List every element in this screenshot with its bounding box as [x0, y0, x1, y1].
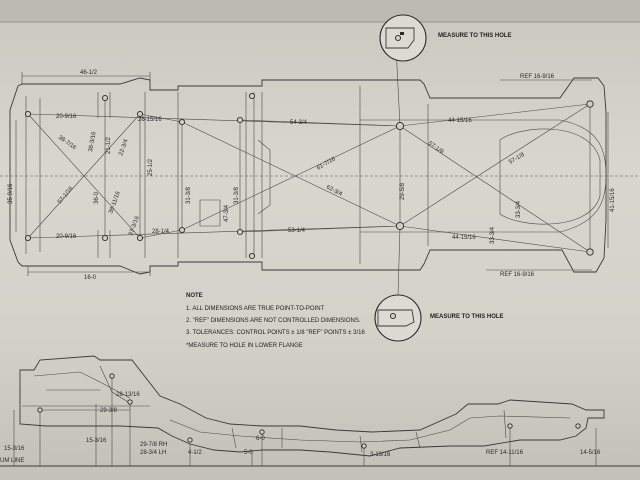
plan-control-points	[24, 92, 594, 260]
dim-33-3-4: 33-3/4	[516, 200, 522, 218]
datum-line-label: UM LINE	[0, 458, 24, 464]
note-item-3: 3. TOLERANCES: CONTROL POINTS ± 1/8 "REF…	[186, 330, 365, 336]
dim-15-3-16b: 15-3/16	[86, 438, 107, 444]
dim-26-15: 26-15/16	[138, 117, 162, 123]
dim-44-15-bottom: 44-15/16	[452, 235, 476, 241]
dim-22-3-4: 22-3/4	[118, 138, 130, 157]
control-point	[101, 234, 109, 242]
control-point	[24, 110, 32, 118]
dim-ref-top-right: REF 16-9/16	[520, 74, 555, 80]
control-point	[24, 234, 32, 242]
dim-5-0: 5-0	[244, 450, 253, 456]
plan-measure-lines	[27, 45, 591, 297]
notes-block: NOTE 1. ALL DIMENSIONS ARE TRUE POINT-TO…	[186, 293, 376, 355]
callout-top	[379, 14, 427, 62]
note-item-2: 2. "REF" DIMENSIONS ARE NOT CONTROLLED D…	[186, 318, 361, 324]
dim-57-1-16: 57-1/16	[57, 185, 75, 205]
control-point	[236, 228, 244, 236]
dim-4-1-2: 4-1/2	[188, 450, 202, 456]
dim-3-13-16: 3-13/16	[370, 452, 391, 458]
dim-20-9-bottom: 20-9/16	[56, 234, 77, 240]
dim-31-3-8b: 31-3/8	[234, 186, 240, 204]
control-point	[395, 121, 405, 131]
side-dimension-lines	[13, 376, 597, 466]
side-control-points	[37, 373, 581, 449]
dim-15-3-16: 15-3/16	[4, 446, 25, 452]
dim-6-0: 6-0	[256, 436, 265, 442]
dim-25-1-2: 25-1/2	[148, 158, 154, 176]
callout-bottom	[374, 294, 422, 342]
dim-28-13-16: 28-13/16	[116, 392, 140, 398]
note-item-1: 1. ALL DIMENSIONS ARE TRUE POINT-TO-POIN…	[186, 306, 325, 312]
dim-28-1-4: 28-1/4	[152, 229, 170, 235]
control-point	[101, 94, 109, 102]
dim-57-1-8: 57-1/8	[427, 141, 445, 156]
dim-54-3-4: 54-3/4	[290, 120, 308, 126]
notes-title: NOTE	[186, 293, 203, 299]
control-point	[395, 221, 405, 231]
dim-21-1-2: 21-1/2	[106, 136, 112, 154]
dim-top-width: 46-1/2	[80, 70, 98, 76]
dim-53-1-4: 53-1/4	[288, 228, 306, 234]
control-point	[248, 92, 256, 100]
dim-36-0: 36-0	[94, 191, 100, 204]
control-point	[178, 226, 186, 234]
dim-38-3-16: 38-3/16	[88, 131, 98, 153]
control-point	[136, 110, 144, 118]
control-point	[136, 234, 144, 242]
paper-edge	[0, 0, 640, 23]
dim-left-height: 35-9/16	[8, 183, 14, 204]
side-view-frame-outline	[19, 355, 605, 457]
control-point	[248, 252, 256, 260]
dim-29-5-8: 29-5/8	[400, 182, 406, 200]
dim-41-15-16: 41-15/16	[610, 188, 616, 212]
control-point	[586, 100, 594, 108]
dim-47-3-4: 47-3/4	[224, 204, 230, 222]
dim-44-15-top: 44-15/16	[448, 118, 472, 124]
control-point	[178, 118, 186, 126]
dim-37-3-16: 37-3/16	[128, 215, 141, 237]
plan-view-frame-outline	[0, 77, 640, 275]
callout-top-label: MEASURE TO THIS HOLE	[438, 33, 512, 39]
plan-dimension-lines	[15, 72, 609, 276]
dim-29-3-8: 29-3/8	[100, 408, 118, 414]
dim-61-7-16: 61-7/16	[316, 156, 337, 172]
dim-20-9-top: 20-9/16	[56, 114, 77, 120]
dim-29-7-8: 29-7/8 RH	[140, 442, 167, 448]
dim-ref-14-11-16: REF 14-11/16	[486, 450, 524, 456]
dim-bottom-width: 16-0	[84, 275, 97, 281]
dim-ref-bottom-right: REF 16-9/16	[500, 272, 535, 278]
dim-14-5-16: 14-5/16	[580, 450, 601, 456]
dim-28-3-4: 28-3/4 LH	[140, 450, 166, 456]
dim-31-3-8: 31-3/8	[186, 186, 192, 204]
callout-bottom-label: MEASURE TO THIS HOLE	[430, 314, 504, 320]
control-point	[236, 116, 244, 124]
dim-33-3-4b: 33-3/4	[490, 226, 496, 244]
control-point	[586, 248, 594, 256]
dim-38-11-16: 38-11/16	[108, 190, 122, 215]
dim-57-1-8b: 57-1/8	[508, 152, 526, 166]
notes-footnote: *MEASURE TO HOLE IN LOWER FLANGE	[186, 343, 303, 349]
